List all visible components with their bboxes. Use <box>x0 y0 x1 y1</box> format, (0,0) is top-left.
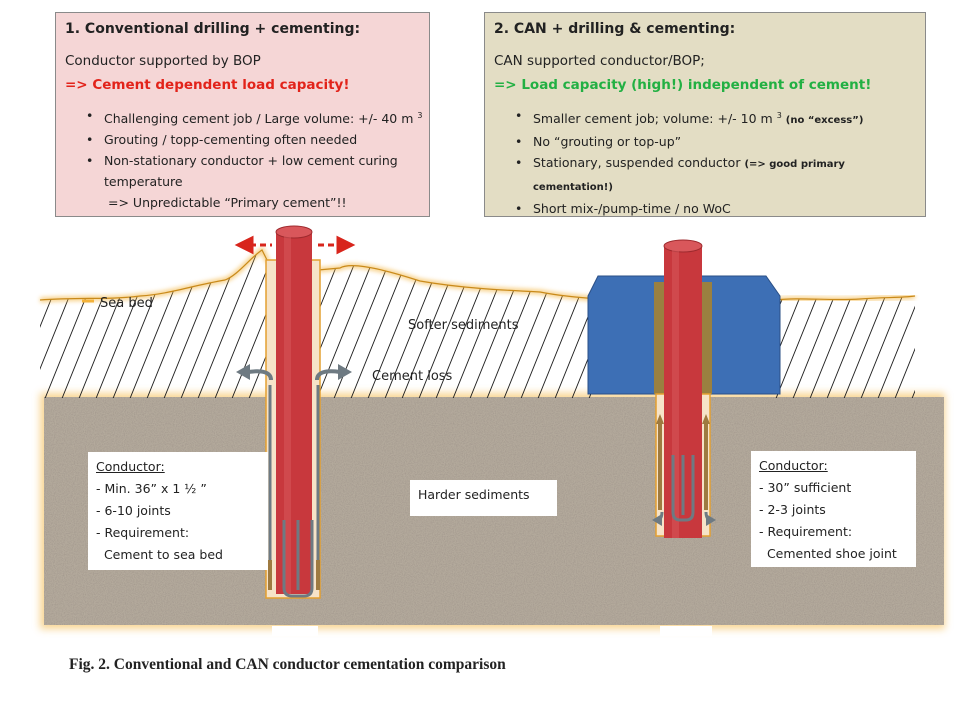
bullet-item: Stationary, suspended conductor (=> good… <box>515 152 863 175</box>
conductor-left-heading: Conductor: <box>96 459 165 474</box>
bullet-item: Short mix-/pump-time / no WoC <box>515 198 863 219</box>
conventional-panel: 1. Conventional drilling + cementing: Co… <box>55 12 430 217</box>
conductor-right-line: - Requirement: <box>759 524 853 539</box>
conventional-callout: => Cement dependent load capacity! <box>65 77 350 93</box>
sea-bed-label: Sea bed <box>100 296 153 311</box>
bullet-continuation: => Unpredictable “Primary cement”!! <box>108 195 347 211</box>
right-conductor-top <box>663 239 703 253</box>
conductor-left-line: - Requirement: <box>96 525 190 540</box>
conventional-subtitle: Conductor supported by BOP <box>65 53 261 69</box>
conductor-left-line: Cement to sea bed <box>96 547 223 562</box>
left-conductor-top <box>275 225 313 239</box>
bullet-item: Challenging cement job / Large volume: +… <box>86 105 422 129</box>
movement-arrows <box>234 235 356 255</box>
can-panel: 2. CAN + drilling & cementing: CAN suppo… <box>484 12 926 219</box>
conductor-right-line: - 30” sufficient <box>759 480 852 495</box>
cement-loss-label: Cement loss <box>372 369 453 384</box>
sea-bed-line <box>39 246 916 303</box>
conventional-title: 1. Conventional drilling + cementing: <box>65 21 361 37</box>
bullet-item: Grouting / topp-cementing often needed <box>86 129 422 150</box>
bullet-item: No “grouting or top-up” <box>515 131 863 152</box>
conventional-bullets: Challenging cement job / Large volume: +… <box>86 105 422 213</box>
bullet-item: Non-stationary conductor + low cement cu… <box>86 150 422 171</box>
bullet-item: Smaller cement job; volume: +/- 10 m 3 (… <box>515 105 863 131</box>
conductor-right-line: - 2-3 joints <box>759 502 826 517</box>
can-title: 2. CAN + drilling & cementing: <box>494 21 736 37</box>
conductor-right-heading: Conductor: <box>759 458 828 473</box>
conductor-left-box: Conductor: - Min. 36” x 1 ½ ” - 6-10 joi… <box>88 452 268 570</box>
harder-sediments-label: Harder sediments <box>410 480 557 516</box>
bullet-continuation: cementation!) <box>533 182 613 194</box>
left-conductor <box>276 232 312 594</box>
figure-caption: Fig. 2. Conventional and CAN conductor c… <box>69 656 506 673</box>
can-subtitle: CAN supported conductor/BOP; <box>494 53 705 69</box>
bullet-continuation: temperature <box>104 174 183 190</box>
conductor-right-box: Conductor: - 30” sufficient - 2-3 joints… <box>751 451 916 567</box>
softer-sediments-label: Softer sediments <box>408 318 519 333</box>
conductor-left-line: - Min. 36” x 1 ½ ” <box>96 481 207 496</box>
cement-loss-arrows <box>247 369 341 381</box>
can-callout: => Load capacity (high!) independent of … <box>494 77 872 93</box>
conductor-left-line: - 6-10 joints <box>96 503 171 518</box>
conductor-right-line: Cemented shoe joint <box>759 546 897 561</box>
can-bullets: Smaller cement job; volume: +/- 10 m 3 (… <box>515 105 863 219</box>
